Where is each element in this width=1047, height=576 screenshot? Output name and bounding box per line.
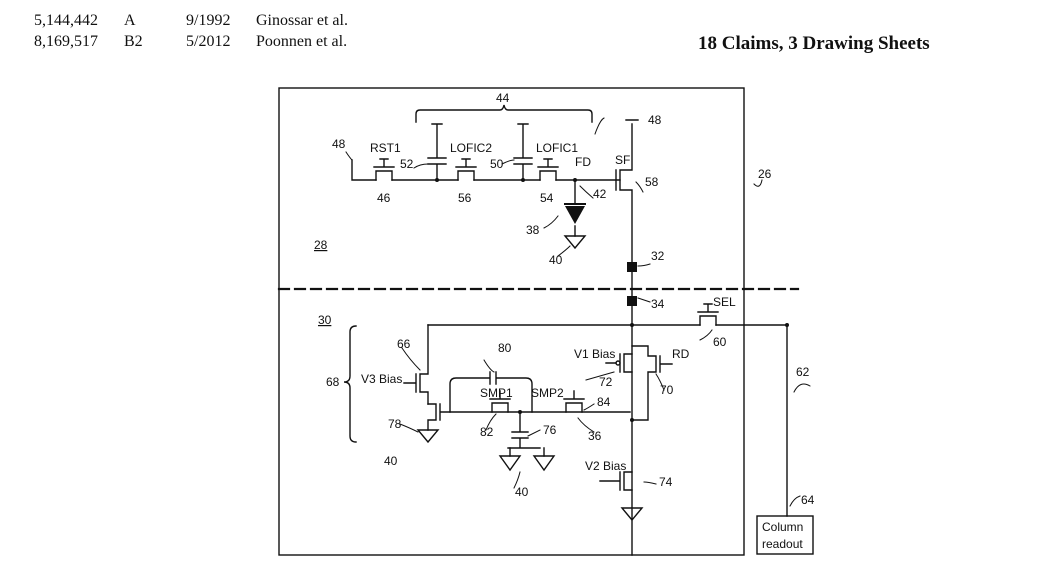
label-76: 76 <box>543 423 557 437</box>
label-smp1: SMP1 <box>480 386 513 400</box>
ground-40-left <box>416 429 440 444</box>
v3-transistor <box>403 324 429 405</box>
leader-lines <box>345 117 811 507</box>
label-44: 44 <box>496 91 510 105</box>
capacitor-50 <box>513 123 533 181</box>
label-64: 64 <box>801 493 815 507</box>
label-fd: FD <box>575 155 591 169</box>
t76-cap <box>507 411 541 449</box>
v1-bubble <box>615 360 621 366</box>
label-lofic2: LOFIC2 <box>450 141 492 155</box>
rst1-wire <box>351 159 377 181</box>
ground-40-mid-b <box>532 455 556 472</box>
ground-bottom <box>620 507 644 522</box>
capacitor-52 <box>427 123 447 181</box>
t78-transistor <box>427 403 631 431</box>
label-82: 82 <box>480 425 494 439</box>
rst1-transistor <box>373 158 395 181</box>
junction-3 <box>573 178 577 182</box>
junction-7 <box>518 410 522 414</box>
ground-40-top <box>563 235 587 250</box>
ref-1-date: 9/1992 <box>186 12 231 29</box>
label-36: 36 <box>588 429 602 443</box>
label-40-top: 40 <box>549 253 563 267</box>
brace-44 <box>415 104 593 123</box>
label-66: 66 <box>397 337 411 351</box>
brace-68 <box>343 325 357 443</box>
label-48-right: 48 <box>648 113 662 127</box>
label-28: 28 <box>314 238 328 252</box>
rd-transistor <box>631 345 673 421</box>
label-78: 78 <box>388 417 402 431</box>
ref-1-kind: A <box>124 12 136 29</box>
label-50: 50 <box>490 157 504 171</box>
label-72: 72 <box>599 375 613 389</box>
label-70: 70 <box>660 383 674 397</box>
ref-2-date: 5/2012 <box>186 33 231 50</box>
photodiode-triangle <box>565 206 585 224</box>
label-26: 26 <box>758 167 772 181</box>
label-sf: SF <box>615 153 630 167</box>
cap-80 <box>449 371 533 413</box>
label-42: 42 <box>593 187 607 201</box>
smp2-gate <box>563 390 585 413</box>
ref-2-inventor: Poonnen et al. <box>256 33 348 50</box>
claims-summary: 18 Claims, 3 Drawing Sheets <box>698 33 930 54</box>
label-38: 38 <box>526 223 540 237</box>
smp1-gate <box>489 390 511 413</box>
sf-transistor <box>615 119 639 556</box>
bond-pad-34 <box>627 296 637 306</box>
label-54: 54 <box>540 191 554 205</box>
label-48-left: 48 <box>332 137 346 151</box>
label-60: 60 <box>713 335 727 349</box>
label-rst1: RST1 <box>370 141 401 155</box>
label-lofic1: LOFIC1 <box>536 141 578 155</box>
column-readout-box <box>756 515 814 555</box>
label-v3-bias: V3 Bias <box>361 372 402 386</box>
ref-2-kind: B2 <box>124 33 143 50</box>
chip-frame <box>278 87 745 556</box>
label-68: 68 <box>326 375 340 389</box>
label-32: 32 <box>651 249 665 263</box>
label-v1-bias: V1 Bias <box>574 347 615 361</box>
ref-1-number: 5,144,442 <box>34 12 98 29</box>
label-v2-bias: V2 Bias <box>585 459 626 473</box>
label-34: 34 <box>651 297 665 311</box>
label-30: 30 <box>318 313 332 327</box>
junction-5 <box>785 323 789 327</box>
junction-4 <box>630 323 634 327</box>
label-smp2: SMP2 <box>531 386 564 400</box>
junction-6 <box>630 418 634 422</box>
sel-transistor <box>697 303 719 326</box>
label-62: 62 <box>796 365 810 379</box>
lofic2-transistor <box>455 158 477 181</box>
junction-1 <box>435 178 439 182</box>
bond-pad-32 <box>627 262 637 272</box>
label-46: 46 <box>377 191 391 205</box>
label-56: 56 <box>458 191 472 205</box>
ground-40-mid-a <box>498 455 522 472</box>
ground-links <box>509 447 545 457</box>
junction-2 <box>521 178 525 182</box>
v2-transistor <box>599 471 633 491</box>
label-column: Column <box>762 520 803 534</box>
label-40-mid: 40 <box>515 485 529 499</box>
label-74: 74 <box>659 475 673 489</box>
label-52: 52 <box>400 157 414 171</box>
label-rd: RD <box>672 347 690 361</box>
label-84: 84 <box>597 395 611 409</box>
label-sel: SEL <box>713 295 736 309</box>
ref-2-number: 8,169,517 <box>34 33 98 50</box>
lofic1-transistor <box>537 158 559 181</box>
label-80: 80 <box>498 341 512 355</box>
label-58: 58 <box>645 175 659 189</box>
label-readout: readout <box>762 537 803 551</box>
label-40-left: 40 <box>384 454 398 468</box>
ref-1-inventor: Ginossar et al. <box>256 12 348 29</box>
